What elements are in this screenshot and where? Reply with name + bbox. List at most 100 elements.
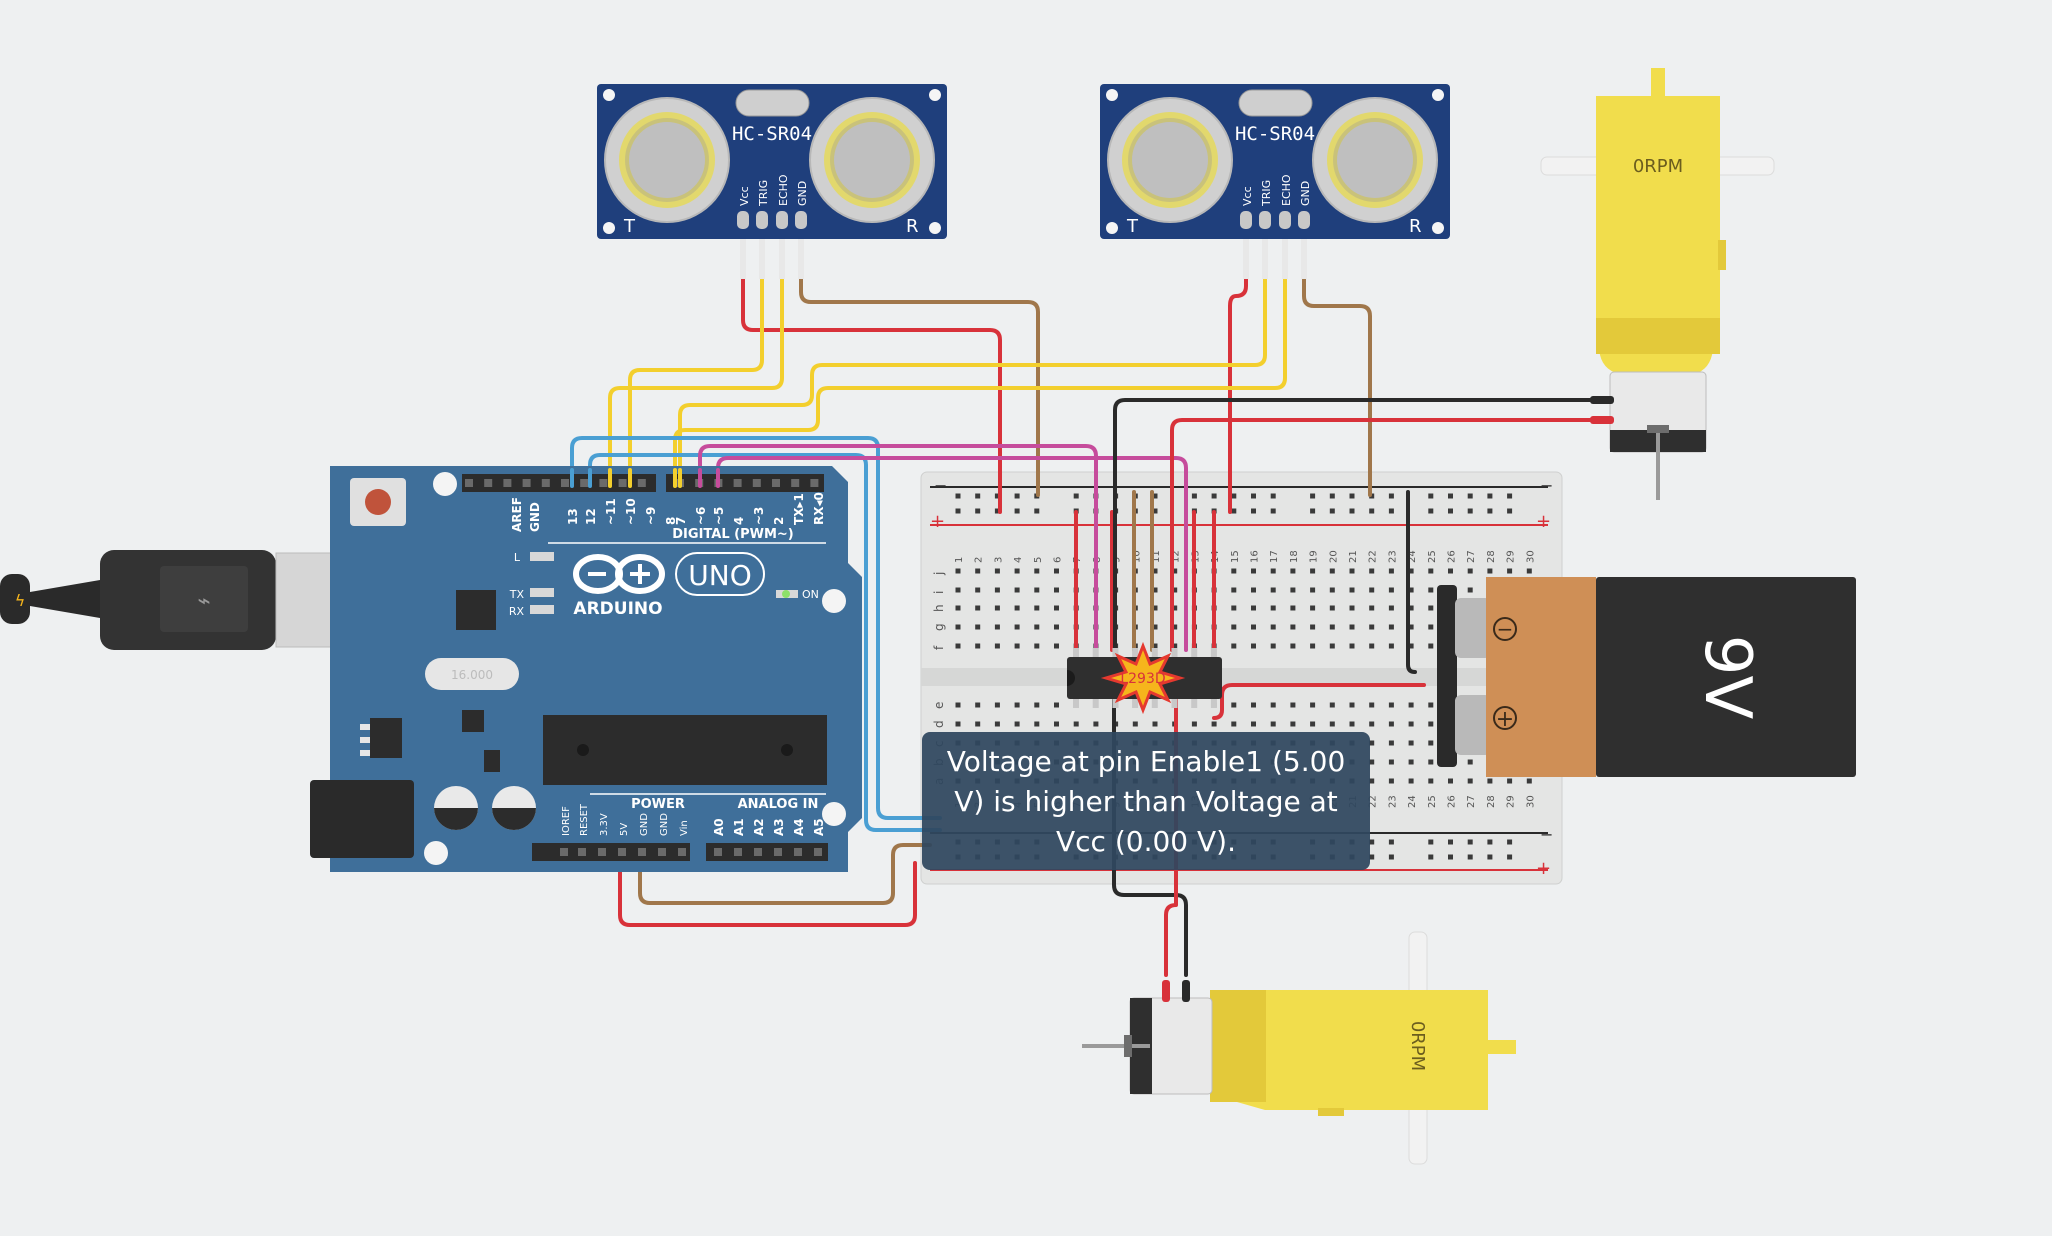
wire-sensor2-echo [673, 273, 1287, 487]
svg-text:22: 22 [1368, 550, 1379, 563]
svg-text:IOREF: IOREF [561, 806, 572, 836]
svg-text:~6: ~6 [694, 507, 708, 525]
svg-text:GND: GND [528, 502, 542, 532]
svg-text:7: 7 [674, 517, 688, 525]
wire-arduino-gnd [638, 843, 932, 905]
svg-text:27: 27 [1466, 795, 1477, 808]
svg-text:16: 16 [1250, 550, 1261, 563]
wire-sensor2-gnd [1302, 273, 1372, 497]
sensor-1-t-label: T [623, 216, 636, 237]
svg-text:30: 30 [1525, 550, 1536, 563]
sensor-2-pin-gnd-label: GND [1299, 181, 1312, 206]
rail-plus-label-right: + [1536, 511, 1551, 532]
svg-text:9: 9 [1112, 557, 1123, 563]
svg-text:A5: A5 [812, 818, 826, 836]
dc-motor-1[interactable]: 0RPM [1540, 68, 1775, 500]
wire-motor2-black [1112, 698, 1188, 977]
wire-sensor1-gnd [799, 273, 1040, 497]
wire-sensor1-vcc [741, 273, 1002, 514]
svg-text:5: 5 [1033, 557, 1044, 563]
svg-text:28: 28 [1486, 795, 1497, 808]
tooltip-line-1: Voltage at pin Enable1 (5.00 [946, 745, 1346, 778]
arduino-uno-board[interactable]: 16.000 L TX RX ON ARDUINO UNO DIGITAL (P… [310, 466, 862, 872]
sensor-2-pin-vcc-label: Vcc [1241, 186, 1254, 206]
svg-text:21: 21 [1348, 550, 1359, 563]
usb-icon: ⌁ [197, 589, 210, 614]
svg-text:5V: 5V [619, 823, 630, 836]
ultrasonic-sensor-2[interactable]: HC-SR04 T R Vcc TRIG ECHO GND [1100, 84, 1450, 279]
svg-text:~11: ~11 [604, 498, 618, 525]
tx-led-label: TX [509, 588, 525, 601]
warning-burst-icon[interactable] [1100, 641, 1186, 715]
battery-plus-label: + [1496, 707, 1514, 732]
sensor-1-r-label: R [906, 216, 919, 237]
svg-text:TX▸1: TX▸1 [792, 493, 806, 525]
l293d-driver-chip[interactable]: L293D [1067, 641, 1222, 715]
tooltip-line-2: V) is higher than Voltage at [954, 785, 1338, 818]
svg-text:28: 28 [1486, 550, 1497, 563]
wires[interactable] [570, 273, 1600, 977]
svg-text:29: 29 [1506, 795, 1517, 808]
svg-text:25: 25 [1427, 550, 1438, 563]
svg-text:15: 15 [1230, 550, 1241, 563]
wire-motor1-black [1113, 398, 1600, 652]
rail-plus-label: + [930, 511, 945, 532]
battery-9v[interactable]: − + 9V [1437, 577, 1856, 777]
wire-sensor1-trig [628, 273, 764, 487]
svg-text:4: 4 [732, 517, 746, 525]
svg-text:RESET: RESET [579, 803, 590, 836]
svg-text:A2: A2 [752, 818, 766, 836]
digital-header-label: DIGITAL (PWM~) [672, 527, 793, 542]
svg-text:A0: A0 [712, 818, 726, 836]
wire-magenta-1 [698, 444, 1098, 652]
motor-1-speed-label: 0RPM [1633, 156, 1683, 177]
svg-text:27: 27 [1466, 550, 1477, 563]
wire-sensor2-trig [678, 273, 1267, 487]
wire-motor2-red [1164, 698, 1178, 977]
wire-battery-black [1406, 490, 1417, 674]
svg-text:RX◂0: RX◂0 [812, 492, 826, 525]
sensor-2-pin-trig-label: TRIG [1260, 180, 1273, 207]
lightning-icon: ϟ [15, 591, 26, 610]
svg-text:20: 20 [1328, 550, 1339, 563]
svg-text:h: h [932, 604, 946, 612]
ultrasonic-sensor-1[interactable]: HC-SR04 T R Vcc TRIG ECHO GND [597, 84, 947, 279]
svg-text:17: 17 [1269, 550, 1280, 563]
svg-text:18: 18 [1289, 550, 1300, 563]
crystal-label: 16.000 [451, 668, 493, 682]
rail-minus-label-bottom: − [1540, 825, 1553, 844]
wire-motor1-red [1170, 418, 1600, 652]
svg-text:29: 29 [1506, 550, 1517, 563]
svg-text:2: 2 [772, 517, 786, 525]
svg-text:26: 26 [1447, 795, 1458, 808]
svg-text:~3: ~3 [752, 507, 766, 525]
sensor-1-pin-echo-label: ECHO [777, 174, 790, 206]
svg-text:A1: A1 [732, 818, 746, 836]
svg-text:25: 25 [1427, 795, 1438, 808]
svg-text:2: 2 [974, 557, 985, 563]
rail-minus-label: − [934, 476, 947, 495]
svg-text:11: 11 [1151, 550, 1162, 563]
svg-text:22: 22 [1368, 795, 1379, 808]
svg-text:19: 19 [1309, 550, 1320, 563]
svg-text:3.3V: 3.3V [599, 813, 610, 836]
sensor-1-pin-vcc-label: Vcc [738, 186, 751, 206]
power-header-label: POWER [631, 797, 685, 812]
wire-sensor1-echo [608, 273, 784, 487]
svg-text:f: f [932, 645, 946, 650]
svg-text:A4: A4 [792, 818, 806, 836]
svg-text:26: 26 [1447, 550, 1458, 563]
svg-text:AREF: AREF [510, 497, 524, 532]
rx-led-label: RX [509, 605, 525, 618]
svg-text:23: 23 [1387, 795, 1398, 808]
arduino-brand-label: ARDUINO [573, 599, 662, 619]
motor-2-speed-label: 0RPM [1407, 1021, 1428, 1071]
header-wire-ends [570, 468, 720, 488]
svg-text:12: 12 [584, 508, 598, 525]
wire-arduino-5v [618, 848, 917, 927]
rail-minus-label-right: − [1540, 476, 1553, 495]
dc-motor-2[interactable]: 0RPM [1082, 931, 1516, 1165]
